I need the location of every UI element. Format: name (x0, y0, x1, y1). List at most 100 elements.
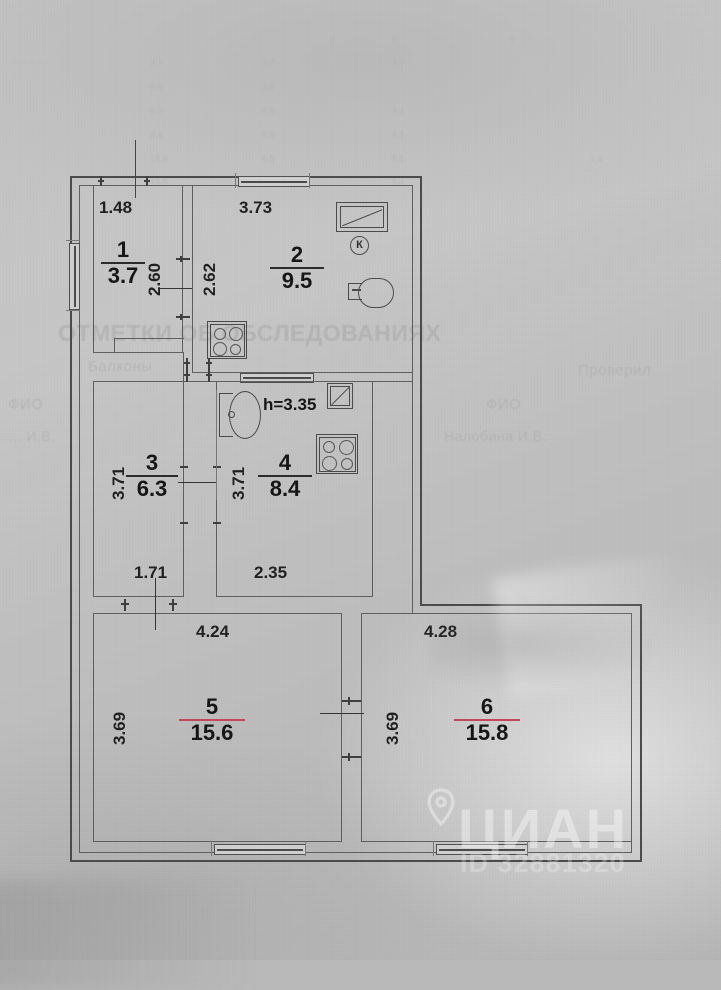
corridor-wall-left (183, 352, 184, 382)
room-5-area: 15.6 (190, 720, 234, 745)
room-label-3: 3 6.3 (122, 450, 182, 501)
window-room6-jamb-r (527, 841, 528, 856)
corridor-partition-right (372, 381, 413, 382)
bleed-through-label-fio-left: ФИО (8, 396, 44, 413)
room-label-5: 5 15.6 (174, 694, 250, 745)
door-room3-room5 (121, 597, 184, 613)
room5-wall-left (93, 613, 94, 841)
room2-wall-left (192, 185, 193, 373)
room-label-4: 4 8.4 (254, 450, 316, 501)
room5-wall-top (93, 613, 342, 614)
room1-wall-bottom-inner-left (114, 338, 115, 352)
dim-room5-depth: 3.69 (110, 711, 129, 745)
outer-wall-upper-right (420, 176, 422, 606)
room5-wall-bottom (93, 841, 342, 842)
room1-wall-left (93, 185, 94, 353)
room6-wall-top (361, 613, 632, 614)
room-label-1: 1 3.7 (97, 237, 149, 288)
room-6-number: 6 (480, 694, 494, 719)
room4-wall-right (372, 381, 373, 596)
room1-wall-bottom (93, 352, 183, 353)
entry-door-hinges (98, 176, 160, 186)
bleed-through-label-sub: Балконы (88, 358, 153, 375)
room-3-number: 3 (145, 450, 159, 475)
room-label-6: 6 15.8 (449, 694, 525, 745)
dim-room2-width: 3.73 (239, 198, 273, 217)
outer-wall-upper-right-inner (412, 185, 413, 613)
door-room1-room2 (176, 256, 190, 320)
room-3-area: 6.3 (136, 476, 168, 501)
room4-wall-bottom (216, 596, 373, 597)
paper-crease-bottom-left (0, 880, 380, 990)
room5-wall-right (341, 613, 342, 841)
door-room4-jamb (213, 466, 221, 526)
dim-room6-width: 4.28 (424, 622, 458, 641)
window-room5-jamb-r (305, 841, 306, 856)
bleed-through-heading: ОТМЕТКИ ОБ ОБСЛЕДОВАНИЯХ (58, 320, 442, 346)
watermark-id: ID 32881320 (460, 848, 626, 878)
outer-wall-bottom-inner (79, 852, 632, 853)
dim-room4-width: 2.35 (254, 563, 288, 582)
room-1-area: 3.7 (107, 263, 139, 288)
dim-room3-width: 1.71 (134, 563, 168, 582)
bleed-through-label-fio: ФИО (486, 396, 522, 413)
leader-room1-width (135, 140, 136, 198)
window-room1-left-jamb-top (66, 240, 80, 241)
room3-wall-bottom (93, 596, 184, 597)
watermark-brand-text: ЦИАН (458, 797, 629, 860)
room-2-area: 9.5 (281, 268, 313, 293)
bleed-through-table: ....... .. .. .. 3,7 9,5 6,3 8,4 15,6 15… (10, 34, 666, 186)
room-3-divider (126, 475, 178, 477)
room3-wall-top (93, 381, 184, 382)
paper-crease-right (492, 542, 721, 698)
dim-room2-depth-left: 2.62 (200, 262, 219, 296)
vent-square-icon (327, 383, 353, 409)
door-room3-room4 (180, 466, 188, 526)
room3-wall-right (183, 381, 184, 596)
room1-wall-right (182, 185, 183, 353)
room-4-number: 4 (278, 450, 292, 475)
room-4-area: 8.4 (269, 476, 301, 501)
room-5-divider (179, 719, 245, 721)
room-1-divider (101, 262, 145, 264)
outer-wall-bottom (70, 860, 642, 862)
bleed-through-label-checked: Проверил (578, 362, 652, 379)
stove-upper-icon (207, 321, 247, 359)
door-room5-room6 (342, 697, 361, 761)
dim-room5-width: 4.24 (196, 622, 230, 641)
bleed-through-name-left: ..... И.В. (0, 428, 56, 444)
window-room1-left-jamb-bottom (66, 310, 80, 311)
outer-wall-left (70, 176, 72, 862)
room-6-divider (454, 719, 520, 721)
watermark-pin-shape-icon (427, 788, 455, 827)
room4-wall-top (216, 381, 373, 382)
room2-wall-bottom (192, 372, 413, 373)
room-6-area: 15.8 (465, 720, 509, 745)
outer-wall-right-inner (631, 613, 632, 852)
window-room6-jamb-l (433, 841, 434, 856)
window-room2-bottom (240, 373, 314, 383)
room3-wall-left (93, 381, 94, 596)
room-5-number: 5 (205, 694, 219, 719)
room-1-number: 1 (116, 237, 130, 262)
room-2-divider (270, 267, 324, 269)
window-room5-jamb-l (211, 841, 212, 856)
room-4-divider (258, 475, 312, 477)
ceiling-height-note: h=3.35 (263, 395, 317, 414)
window-room1-left (69, 243, 80, 310)
outer-wall-right (640, 604, 642, 862)
room6-wall-bottom (361, 841, 632, 842)
bleed-through-name: Налобина И.В. (444, 428, 547, 444)
kitchen-marker-icon: К (350, 236, 369, 255)
toilet-fixture (348, 278, 394, 308)
bathtub-fixture (336, 202, 388, 232)
window-room5-bottom (214, 844, 306, 855)
room-2-number: 2 (290, 242, 304, 267)
sink-fixture (219, 391, 261, 439)
room6-wall-left (361, 613, 362, 841)
corridor-door-jambs (184, 358, 216, 382)
dim-room6-depth: 3.69 (383, 711, 402, 745)
room1-wall-bottom-inner (114, 338, 184, 339)
window-room2-jamb-r (309, 173, 310, 188)
